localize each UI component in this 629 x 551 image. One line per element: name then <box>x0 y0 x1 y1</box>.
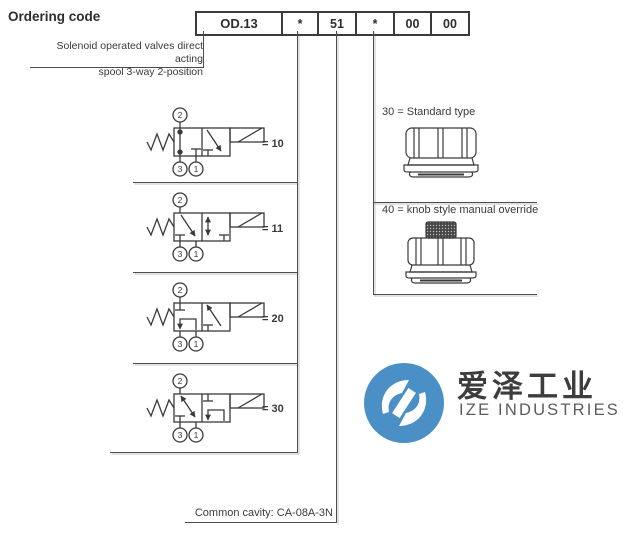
series-description-line1: Solenoid operated valves direct acting <box>56 40 203 65</box>
port-label: 3 <box>178 164 183 174</box>
page-title: Ordering code <box>8 9 101 24</box>
ordering-code-cell-override: * <box>355 13 393 34</box>
override-box-separator <box>373 202 537 203</box>
spring-icon <box>146 217 175 237</box>
ordering-code-cell-variant: 00 <box>430 13 468 34</box>
port-label: 1 <box>194 339 199 349</box>
override-knob-label: 40 = knob style manual override <box>382 204 539 216</box>
knob-cap-drawing <box>405 221 477 284</box>
common-cavity-note: Common cavity: CA-08A-3N <box>194 507 333 519</box>
connector-line-override <box>373 31 374 295</box>
knurled-knob-icon <box>425 221 457 239</box>
solenoid-icon <box>229 393 265 409</box>
port-label: 2 <box>178 195 183 205</box>
port-label: 2 <box>178 285 183 295</box>
ordering-code-table: OD.13 * 51 * 00 00 <box>195 11 470 36</box>
port-label: 1 <box>194 430 199 440</box>
ordering-code-cell-model: OD.13 <box>220 16 258 31</box>
port-label: 1 <box>194 164 199 174</box>
spring-icon <box>146 398 175 418</box>
logo-name-en: IZE INDUSTRIES <box>459 401 620 419</box>
override-box-bottom <box>373 294 537 295</box>
spool-code-30: = 30 <box>262 403 284 415</box>
solenoid-icon <box>229 302 265 318</box>
spool-row-separator-2 <box>133 272 297 273</box>
spool-option-row-20: 2 3 1 <box>140 271 290 363</box>
series-description-line2: spool 3-way 2-position <box>98 66 203 78</box>
spool-option-row-11: 2 3 1 <box>140 181 290 273</box>
ize-logo-icon <box>364 363 444 443</box>
solenoid-icon <box>229 127 265 143</box>
port-label: 3 <box>178 430 183 440</box>
connector-line-model <box>203 31 204 68</box>
cavity-underline <box>185 522 336 523</box>
port-label: 3 <box>178 339 183 349</box>
connector-line-spool <box>297 31 298 453</box>
port-label: 1 <box>194 249 199 259</box>
spool-code-11: = 11 <box>262 223 284 235</box>
series-description: Solenoid operated valves direct acting s… <box>30 40 203 79</box>
spool-rows-bottom <box>110 452 297 453</box>
port-label: 2 <box>178 376 183 386</box>
port-label: 2 <box>178 110 183 120</box>
logo-name-cn: 爱泽工业 <box>457 369 597 405</box>
override-standard-label: 30 = Standard type <box>382 106 476 118</box>
valve-symbol-10-icon: 2 3 1 <box>146 107 265 177</box>
ordering-code-cell-spool: * <box>281 13 317 34</box>
solenoid-icon <box>229 212 265 228</box>
spool-code-10: = 10 <box>262 138 284 150</box>
spool-row-separator-3 <box>133 363 297 364</box>
connector-underline-model <box>30 67 203 68</box>
spool-code-20: = 20 <box>262 313 284 325</box>
spool-option-row-10: 2 3 1 <box>140 96 290 188</box>
spring-icon <box>146 132 175 152</box>
ordering-code-cell-size: 51 <box>317 13 355 34</box>
connector-line-cavity <box>336 31 337 523</box>
spool-option-row-30: 2 3 1 <box>140 362 290 454</box>
standard-cap-drawing <box>403 127 479 178</box>
valve-symbol-20-icon: 2 3 1 <box>146 282 265 352</box>
spring-icon <box>146 307 175 327</box>
ordering-code-cell-seal: 00 <box>393 13 430 34</box>
valve-symbol-11-icon: 2 3 1 <box>146 192 265 262</box>
port-label: 3 <box>178 249 183 259</box>
valve-symbol-30-icon: 2 3 1 <box>146 373 265 443</box>
spool-row-separator-1 <box>133 182 297 183</box>
